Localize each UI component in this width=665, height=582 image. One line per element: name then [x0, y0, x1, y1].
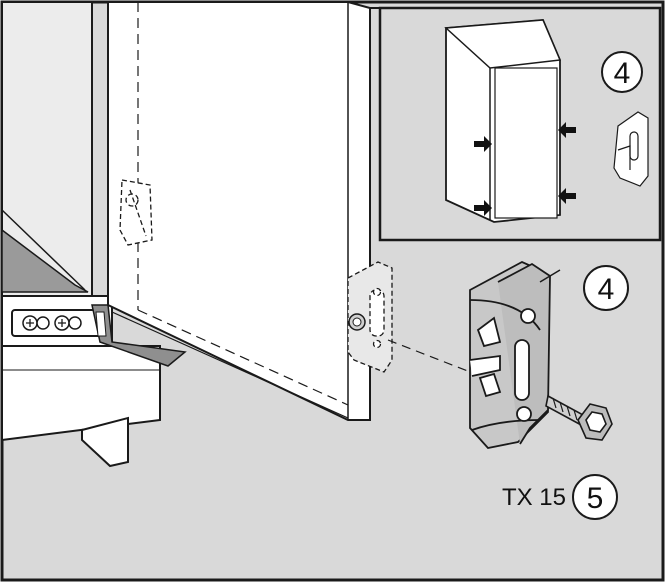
small-clip [613, 111, 649, 187]
screw-callout-number: 5 [587, 482, 604, 515]
clip-callout-number: 4 [598, 273, 615, 306]
inset-callout-circle [601, 51, 643, 93]
large-clip [469, 260, 561, 449]
arrow-right-top [558, 122, 576, 138]
inset-panel: 4 [370, 6, 662, 242]
tool-size-label: TX 15 [502, 484, 566, 511]
hinge-bracket [11, 304, 187, 367]
arrow-right-bottom [558, 188, 576, 204]
edge-clip-outline [347, 261, 393, 373]
cabinet-body [1, 1, 161, 468]
inset-callout-number: 4 [614, 57, 631, 90]
arrow-left-top [474, 136, 492, 152]
arrow-left-bottom [474, 200, 492, 216]
clip-callout: 4 [583, 265, 629, 311]
mounting-screw [545, 394, 613, 441]
door-panel [107, 1, 371, 421]
screw-head-small [348, 313, 366, 331]
alignment-line [387, 339, 479, 376]
hidden-clip-outline [119, 179, 153, 246]
screw-callout: TX 15 5 [502, 474, 618, 520]
